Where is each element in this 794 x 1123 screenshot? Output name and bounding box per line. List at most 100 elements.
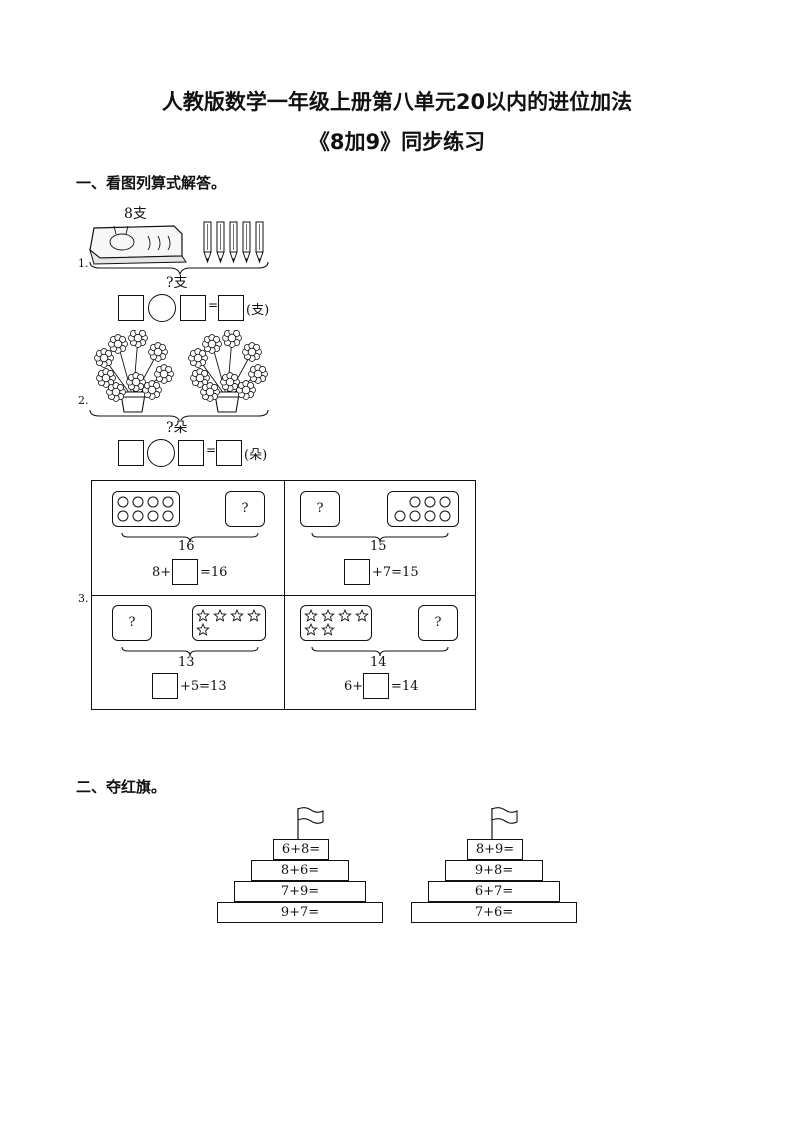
section-2-heading: 二、夺红旗。 (76, 778, 167, 796)
flower-icon (154, 364, 174, 384)
q3-cell4-star-box (300, 605, 372, 641)
dot-icon (439, 496, 451, 508)
red-flag-tower-2: 8+9= 9+8= 6+7= 7+6= (411, 806, 577, 926)
flower-pot-icon (94, 330, 174, 413)
q3-cell1-eq-left: 8+ (152, 565, 172, 580)
q3-cell3-answer-box[interactable] (152, 673, 178, 699)
tower2-tier-4: 7+6= (411, 902, 577, 923)
star-icon (196, 608, 210, 622)
tower2-tier-3: 6+7= (428, 881, 560, 902)
star-icon (321, 622, 335, 636)
dot-icon (117, 496, 129, 508)
dot-icon (147, 496, 159, 508)
pencil-icon (255, 221, 264, 264)
flower-icon (94, 348, 114, 368)
flower-icon (128, 330, 148, 348)
tower1-tier-2-text: 8+6= (280, 863, 320, 878)
q3-grid-hdivider (92, 595, 475, 596)
q3-cell1-answer-box[interactable] (172, 559, 198, 585)
star-icon (304, 622, 318, 636)
flower-icon (200, 382, 220, 402)
q1-answer-box-3[interactable] (218, 295, 244, 321)
q3-cell1-question-box: ? (225, 491, 265, 527)
dot-icon (132, 510, 144, 522)
question-2-number: 2. (78, 394, 89, 407)
q3-cell2-dots (394, 496, 451, 522)
q3-cell3-total: 13 (178, 655, 195, 670)
flower-icon (222, 330, 242, 348)
tower2-tier-2-text: 9+8= (474, 863, 514, 878)
q3-cell4-eq-right: =14 (391, 679, 419, 694)
star-icon (355, 608, 369, 622)
page-subtitle: 《8加9》同步练习 (308, 130, 486, 154)
pencil-case-image (89, 225, 187, 265)
q1-operator-circle[interactable] (148, 294, 176, 322)
q3-cell2-dot-box (387, 491, 459, 527)
dot-icon (162, 496, 174, 508)
q3-cell4-eq-left: 6+ (344, 679, 364, 694)
dot-icon (147, 510, 159, 522)
q1-answer-box-1[interactable] (118, 295, 144, 321)
pencil-group (203, 221, 264, 264)
dot-icon (409, 510, 421, 522)
star-icon (247, 608, 261, 622)
star-icon (213, 608, 227, 622)
flower-icon (242, 342, 262, 362)
q1-illustration (89, 221, 269, 276)
q3-cell2-answer-box[interactable] (344, 559, 370, 585)
q3-cell2-brace (311, 532, 449, 543)
q3-cell2-question-box: ? (300, 491, 340, 527)
q3-cell3-question-box: ? (112, 605, 152, 641)
q2-answer-box-1[interactable] (118, 440, 144, 466)
q3-cell1-total: 16 (178, 539, 195, 554)
question-1-number: 1. (78, 257, 89, 270)
q3-cell3-star-box (192, 605, 266, 641)
q2-brace (89, 409, 269, 420)
q2-operator-circle[interactable] (147, 439, 175, 467)
q2-answer-box-3[interactable] (216, 440, 242, 466)
q3-cell4-answer-box[interactable] (363, 673, 389, 699)
dot-icon (162, 510, 174, 522)
q3-cell2-total: 15 (370, 539, 387, 554)
tower2-tier-3-text: 6+7= (474, 884, 514, 899)
flower-icon (248, 364, 268, 384)
q3-cell2-eq-right: +7=15 (372, 565, 419, 580)
q3-cell1-dot-box (112, 491, 180, 527)
dot-icon (117, 510, 129, 522)
page-title: 人教版数学一年级上册第八单元20以内的进位加法 (161, 90, 633, 114)
dot-icon (409, 496, 421, 508)
pencil-icon (203, 221, 212, 264)
flower-pots-image (94, 330, 268, 413)
flower-icon (106, 382, 126, 402)
flower-icon (188, 348, 208, 368)
dot-icon (439, 510, 451, 522)
flower-icon (202, 334, 222, 354)
q1-answer-box-2[interactable] (180, 295, 206, 321)
q3-cell4-brace (311, 646, 449, 657)
flower-icon (148, 342, 168, 362)
section-1-heading: 一、看图列算式解答。 (76, 174, 227, 192)
flower-icon (96, 368, 116, 388)
question-3-number: 3. (78, 592, 89, 605)
q3-cell4-question-box: ? (418, 605, 458, 641)
red-flag-tower-1: 6+8= 8+6= 7+9= 9+7= (217, 806, 383, 926)
flower-icon (236, 380, 256, 400)
q3-cell1-brace (121, 532, 259, 543)
star-icon (321, 608, 335, 622)
q3-cell3-stars (196, 608, 261, 636)
q3-cell3-eq-right: +5=13 (180, 679, 227, 694)
q2-bottom-label: ?朵 (166, 420, 188, 436)
tower1-tier-4: 9+7= (217, 902, 383, 923)
dot-icon (132, 496, 144, 508)
q3-cell1-dots (117, 496, 174, 522)
tower1-tier-1-text: 6+8= (281, 842, 321, 857)
pencil-icon (216, 221, 225, 264)
q1-unit: (支) (246, 303, 270, 318)
star-icon (230, 608, 244, 622)
q1-brace (89, 261, 269, 276)
flower-pot-icon (188, 330, 268, 413)
dot-icon (424, 510, 436, 522)
q3-grid: ? 16 8+ =16 ? 15 +7=15 ? 13 +5=13 ? 14 6… (91, 480, 476, 710)
q2-answer-box-2[interactable] (178, 440, 204, 466)
q3-cell3-brace (121, 646, 259, 657)
